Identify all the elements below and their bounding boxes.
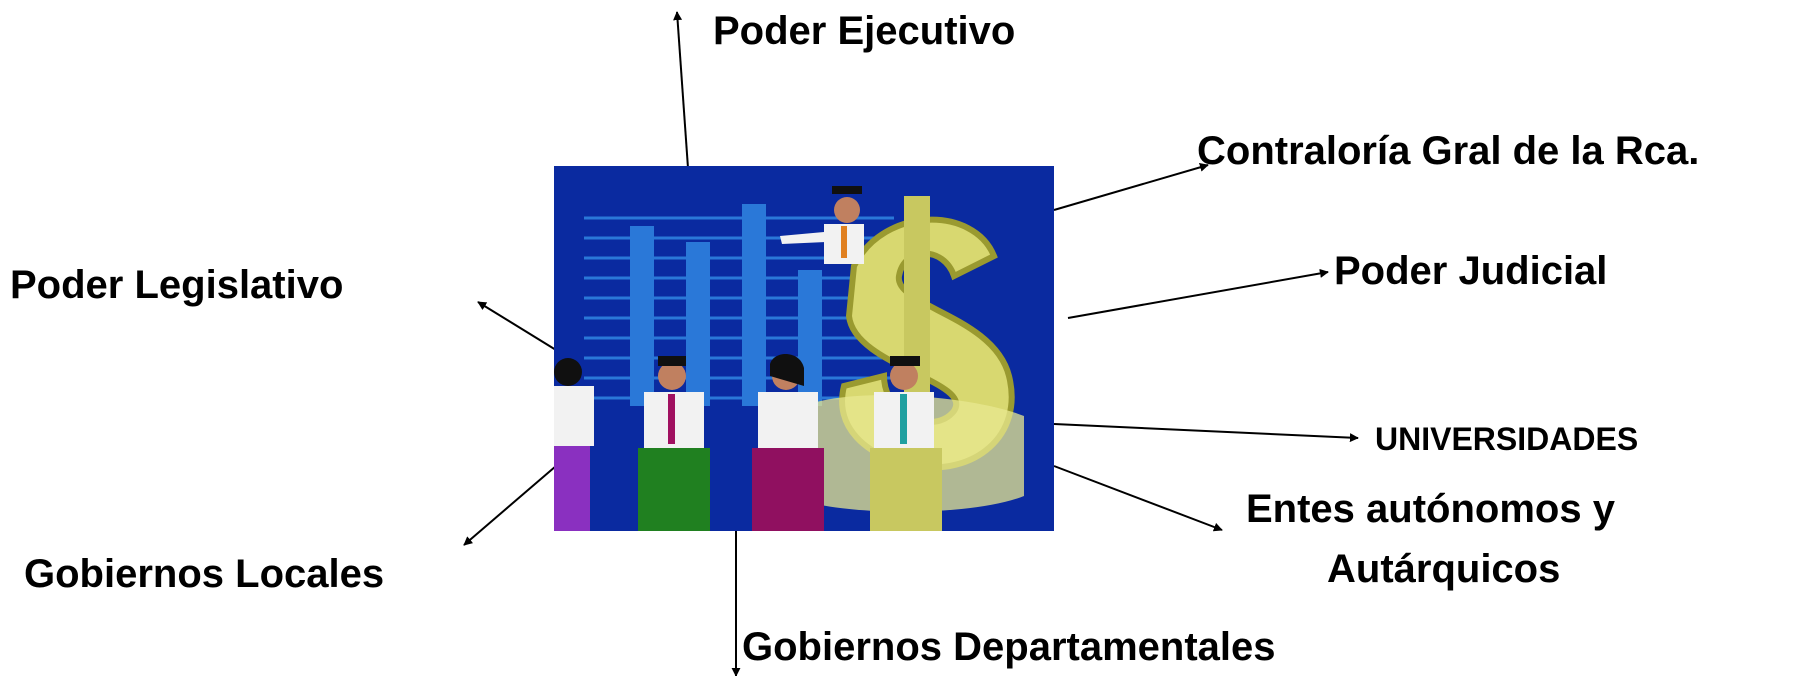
arrow-entes [1053, 465, 1223, 532]
label-universidades: UNIVERSIDADES [1375, 421, 1639, 457]
label-gobiernos-locales: Gobiernos Locales [24, 552, 385, 596]
label-entes-line1: Entes autónomos y [1246, 487, 1615, 531]
label-entes-line2: Autárquicos [1327, 547, 1561, 591]
label-poder-ejecutivo: Poder Ejecutivo [713, 9, 1016, 53]
label-poder-legislativo: Poder Legislativo [10, 263, 344, 307]
label-gobiernos-departamentales: Gobiernos Departamentales [742, 625, 1276, 669]
arrow-poder-judicial [1067, 268, 1329, 319]
business-people-dollar-clipart [554, 166, 1054, 531]
arrow-contraloria [1053, 162, 1209, 211]
arrow-universidades [1053, 423, 1359, 443]
arrow-gobiernos-locales [463, 465, 557, 546]
arrow-poder-ejecutivo [673, 11, 689, 169]
arrow-poder-legislativo [477, 301, 557, 351]
label-contraloria: Contraloría Gral de la Rca. [1197, 129, 1700, 173]
label-poder-judicial: Poder Judicial [1334, 249, 1608, 293]
